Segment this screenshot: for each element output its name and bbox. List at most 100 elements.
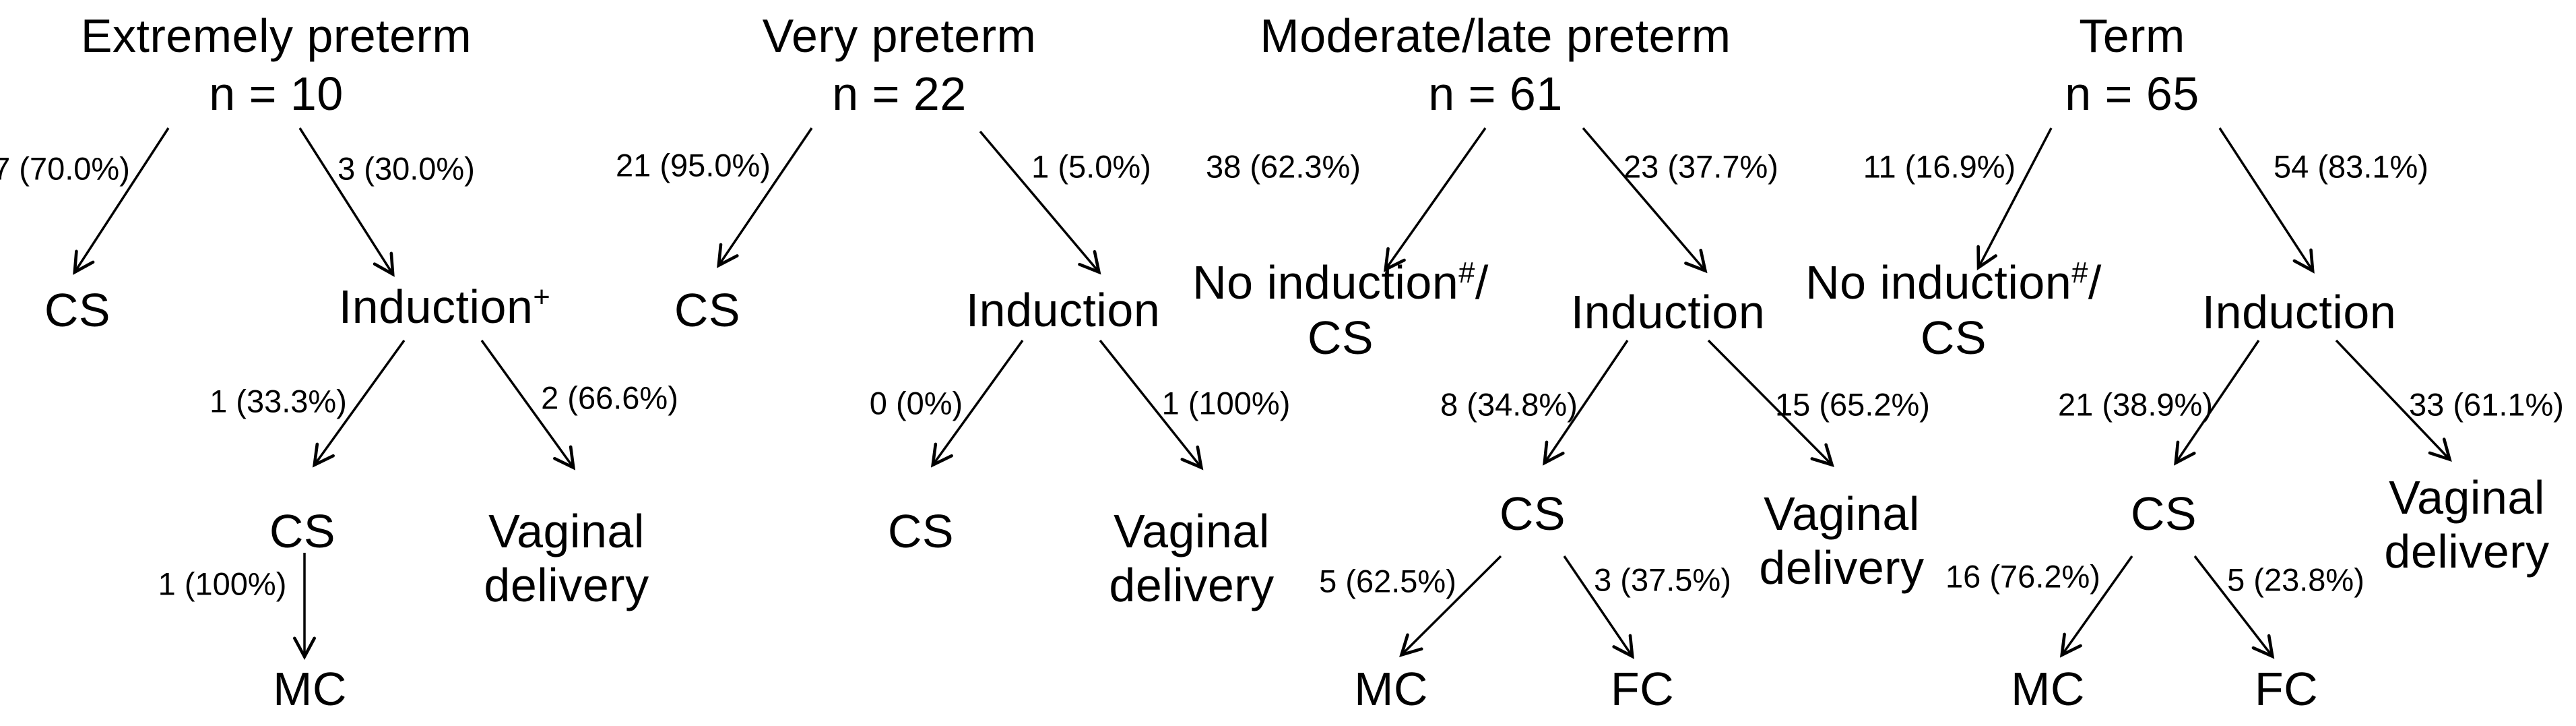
- node-cs2-term: CS: [2131, 487, 2197, 541]
- superscript-mark: #: [1458, 257, 1475, 290]
- edge-term-induction-vaginal-label: 33 (61.1%): [2409, 386, 2564, 423]
- edge-very-induction-cs: [930, 339, 1024, 468]
- node-text: delivery: [484, 559, 649, 611]
- node-text: Induction: [338, 280, 534, 333]
- node-text: Vaginal: [1764, 487, 1920, 540]
- node-text: CS: [1920, 311, 1987, 364]
- edge-moderate-cs-fc: [1563, 555, 1634, 659]
- node-induction-extremely: Induction+: [339, 280, 550, 340]
- node-text: Very preterm: [762, 9, 1037, 62]
- node-text: No induction: [1805, 256, 2072, 309]
- edge-term-induction-cs-label: 21 (38.9%): [2058, 386, 2213, 423]
- node-text: Vaginal: [2389, 471, 2545, 524]
- node-fc-moderate: FC: [1611, 662, 1674, 716]
- node-text: CS: [269, 505, 336, 557]
- node-text: MC: [1354, 663, 1428, 715]
- edge-very-induction: [979, 130, 1101, 275]
- node-text: delivery: [1109, 559, 1275, 611]
- node-text: CS: [44, 284, 111, 336]
- node-text: Moderate/late preterm: [1260, 9, 1731, 62]
- node-induction-very: Induction: [966, 283, 1161, 337]
- node-text: n = 10: [209, 67, 344, 120]
- edge-very-cs: [717, 127, 813, 268]
- edge-very-induction-vaginal: [1099, 339, 1204, 471]
- node-no-induction-term: No induction#/ CS: [1805, 256, 2102, 364]
- edge-term-no-induction: [1976, 127, 2053, 271]
- node-text: /: [2088, 256, 2102, 309]
- node-cs2-extremely: CS: [269, 504, 335, 558]
- edge-moderate-induction: [1582, 127, 1708, 274]
- node-fc-term: FC: [2255, 662, 2318, 716]
- node-text: delivery: [2384, 525, 2550, 578]
- node-text: CS: [887, 505, 955, 557]
- node-mc-term: MC: [2011, 662, 2085, 716]
- edge-very-induction-label: 1 (5.0%): [1031, 148, 1151, 185]
- node-text: Term: [2079, 9, 2185, 62]
- node-cs2-moderate: CS: [1500, 487, 1566, 541]
- edge-moderate-cs-mc: [1399, 555, 1502, 657]
- node-cs-extremely: CS: [44, 283, 110, 337]
- edge-term-cs-mc: [2059, 555, 2133, 658]
- edge-term-induction-cs: [2174, 340, 2260, 466]
- node-text: FC: [1610, 663, 1675, 715]
- edge-extremely-induction-label: 3 (30.0%): [337, 150, 475, 187]
- node-text: Induction: [965, 284, 1161, 336]
- edge-moderate-induction-vaginal: [1707, 339, 1834, 467]
- edge-extremely-induction-cs-label: 1 (33.3%): [210, 383, 347, 419]
- edge-moderate-no-induction-label: 38 (62.3%): [1206, 148, 1361, 185]
- edge-very-cs-label: 21 (95.0%): [616, 147, 771, 183]
- edge-extremely-induction-vaginal-label: 2 (66.6%): [541, 380, 678, 416]
- edge-term-induction-vaginal: [2335, 339, 2452, 462]
- edge-extremely-induction: [298, 127, 395, 277]
- edge-extremely-cs-label: 7 (70.0%): [0, 150, 130, 187]
- node-text: MC: [2011, 663, 2085, 715]
- node-text: No induction: [1192, 256, 1459, 309]
- edge-term-induction: [2218, 127, 2315, 274]
- edge-extremely-induction-vaginal: [480, 339, 576, 471]
- edge-extremely-cs: [73, 127, 170, 275]
- node-text: Vaginal: [1114, 505, 1270, 557]
- node-text: Induction: [2201, 286, 2397, 338]
- node-cs2-very: CS: [888, 504, 954, 558]
- edge-term-cs-fc-label: 5 (23.8%): [2227, 562, 2364, 598]
- node-text: CS: [1307, 311, 1374, 364]
- edge-term-cs-fc: [2193, 555, 2275, 659]
- node-text: delivery: [1759, 541, 1925, 594]
- node-mc-moderate: MC: [1354, 662, 1428, 716]
- edge-moderate-induction-cs: [1543, 340, 1629, 466]
- node-text: CS: [2130, 487, 2197, 540]
- node-text: CS: [1499, 487, 1566, 540]
- node-text: Vaginal: [488, 505, 645, 557]
- superscript-mark: #: [2071, 257, 2088, 290]
- node-text: Extremely preterm: [80, 9, 472, 62]
- node-no-induction-moderate: No induction#/ CS: [1192, 256, 1489, 364]
- node-cs-very: CS: [674, 283, 740, 337]
- edge-term-no-induction-label: 11 (16.9%): [1863, 148, 2016, 185]
- node-text: MC: [273, 663, 347, 715]
- edge-moderate-cs-mc-label: 5 (62.5%): [1319, 563, 1456, 599]
- edge-moderate-cs-fc-label: 3 (37.5%): [1594, 562, 1731, 598]
- edge-term-induction-label: 54 (83.1%): [2274, 148, 2428, 185]
- node-text: Induction: [1570, 286, 1766, 338]
- node-induction-moderate: Induction: [1571, 285, 1766, 339]
- edge-term-cs-mc-label: 16 (76.2%): [1945, 558, 2100, 595]
- edge-moderate-induction-label: 23 (37.7%): [1623, 148, 1778, 185]
- edge-extremely-cs-mc-label: 1 (100%): [158, 566, 287, 602]
- edge-moderate-induction-vaginal-label: 15 (65.2%): [1775, 386, 1930, 423]
- edge-very-induction-vaginal-label: 1 (100%): [1161, 385, 1291, 421]
- node-text: /: [1475, 256, 1489, 309]
- superscript-mark: +: [533, 281, 551, 314]
- node-text: FC: [2254, 663, 2319, 715]
- edge-moderate-induction-cs-label: 8 (34.8%): [1440, 386, 1578, 423]
- node-text: CS: [674, 284, 741, 336]
